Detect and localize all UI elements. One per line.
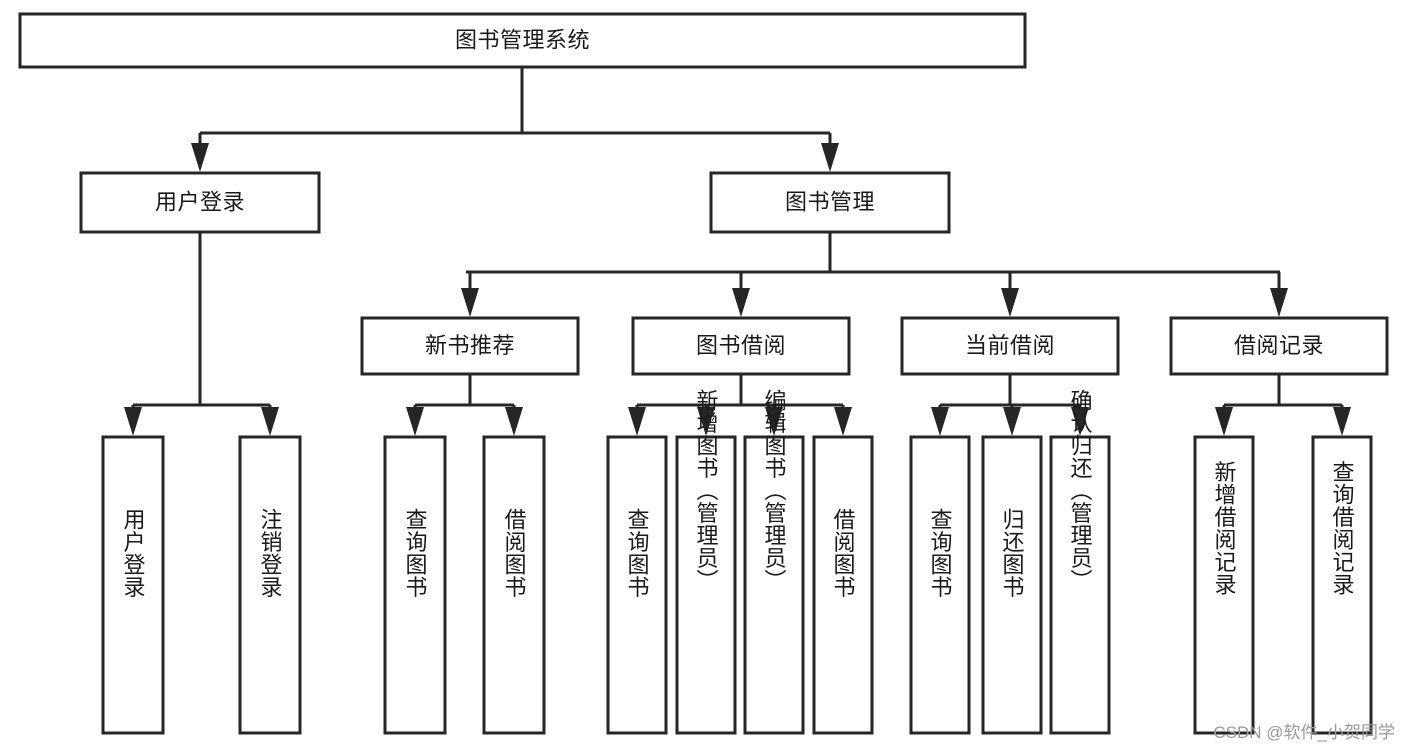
node-f-br-query[interactable]: 查询图书 bbox=[606, 435, 668, 735]
arrowhead bbox=[1003, 407, 1021, 436]
node-box[interactable] bbox=[606, 435, 668, 735]
arrowhead-layer bbox=[124, 143, 1351, 436]
node-label: 图书管理系统 bbox=[455, 27, 590, 52]
node-box[interactable] bbox=[709, 171, 951, 234]
node-box[interactable] bbox=[1169, 316, 1389, 376]
arrowhead bbox=[124, 407, 142, 436]
arrowhead bbox=[461, 288, 479, 317]
node-box[interactable] bbox=[101, 435, 165, 735]
node-box[interactable] bbox=[238, 435, 302, 735]
arrowhead bbox=[1071, 407, 1089, 436]
node-label: 注销登录 bbox=[258, 508, 283, 598]
node-label: 用户登录 bbox=[121, 508, 146, 598]
node-label: 借阅记录 bbox=[1234, 333, 1324, 358]
node-box[interactable] bbox=[1311, 435, 1373, 735]
node-box[interactable] bbox=[1193, 435, 1255, 735]
node-f-rc-add[interactable]: 新增借阅记录 bbox=[1193, 435, 1255, 735]
node-box[interactable] bbox=[812, 435, 874, 735]
node-root[interactable]: 图书管理系统 bbox=[18, 12, 1027, 69]
node-newbook[interactable]: 新书推荐 bbox=[360, 316, 580, 376]
arrowhead bbox=[1333, 407, 1351, 436]
arrowhead bbox=[765, 407, 783, 436]
arrowhead bbox=[732, 288, 750, 317]
arrowhead bbox=[931, 407, 949, 436]
node-label: 查询图书 bbox=[403, 508, 428, 598]
connector-bus-current bbox=[940, 374, 1080, 407]
node-box[interactable] bbox=[18, 12, 1027, 69]
node-f-rc-query[interactable]: 查询借阅记录 bbox=[1311, 435, 1373, 735]
arrowhead bbox=[697, 407, 715, 436]
arrowhead bbox=[1001, 288, 1019, 317]
node-label: 借阅图书 bbox=[831, 508, 856, 598]
arrowhead bbox=[1215, 407, 1233, 436]
node-current[interactable]: 当前借阅 bbox=[900, 316, 1120, 376]
node-label: 当前借阅 bbox=[965, 333, 1055, 358]
node-bookmgmt[interactable]: 图书管理 bbox=[709, 171, 951, 234]
node-box[interactable] bbox=[1049, 435, 1111, 735]
node-box[interactable] bbox=[900, 316, 1120, 376]
node-f-nb-query[interactable]: 查询图书 bbox=[383, 435, 447, 735]
node-f-br-add[interactable]: 新增图书（管理员） bbox=[675, 389, 737, 735]
node-label: 编辑图书（管理员） bbox=[762, 389, 787, 592]
node-label: 确认归还（管理员） bbox=[1068, 389, 1093, 592]
node-label: 查询图书 bbox=[928, 508, 953, 598]
node-borrow[interactable]: 图书借阅 bbox=[631, 316, 851, 376]
arrowhead bbox=[628, 407, 646, 436]
node-login[interactable]: 用户登录 bbox=[79, 171, 321, 234]
node-label: 图书借阅 bbox=[696, 333, 786, 358]
connector-bus-newbook bbox=[415, 374, 514, 407]
node-f-logout[interactable]: 注销登录 bbox=[238, 435, 302, 735]
connector-bus-borrow bbox=[637, 374, 843, 407]
arrowhead bbox=[191, 143, 209, 172]
node-f-br-borrow[interactable]: 借阅图书 bbox=[812, 435, 874, 735]
node-label: 查询借阅记录 bbox=[1330, 461, 1355, 596]
node-box[interactable] bbox=[383, 435, 447, 735]
node-f-cu-return[interactable]: 归还图书 bbox=[981, 435, 1043, 735]
node-box[interactable] bbox=[482, 435, 546, 735]
node-records[interactable]: 借阅记录 bbox=[1169, 316, 1389, 376]
node-box[interactable] bbox=[981, 435, 1043, 735]
node-box[interactable] bbox=[79, 171, 321, 234]
node-label: 查询图书 bbox=[625, 508, 650, 598]
node-layer: 图书管理系统用户登录图书管理新书推荐图书借阅当前借阅借阅记录用户登录注销登录查询… bbox=[18, 12, 1389, 735]
arrowhead bbox=[505, 407, 523, 436]
connector-bus-records bbox=[1224, 374, 1342, 407]
node-label: 新增图书（管理员） bbox=[694, 389, 719, 592]
node-label: 新书推荐 bbox=[425, 333, 515, 358]
node-box[interactable] bbox=[909, 435, 971, 735]
node-label: 新增借阅记录 bbox=[1212, 461, 1237, 596]
connector-bus-root bbox=[200, 67, 830, 135]
node-f-login[interactable]: 用户登录 bbox=[101, 435, 165, 735]
node-label: 用户登录 bbox=[155, 189, 245, 214]
node-f-cu-query[interactable]: 查询图书 bbox=[909, 435, 971, 735]
node-box[interactable] bbox=[743, 435, 805, 735]
arrowhead bbox=[406, 407, 424, 436]
connector-bus-login bbox=[133, 232, 270, 407]
node-box[interactable] bbox=[675, 435, 737, 735]
node-f-cu-confirm[interactable]: 确认归还（管理员） bbox=[1049, 389, 1111, 735]
node-label: 借阅图书 bbox=[502, 508, 527, 598]
arrowhead bbox=[821, 143, 839, 172]
node-box[interactable] bbox=[360, 316, 580, 376]
node-label: 图书管理 bbox=[785, 189, 875, 214]
arrowhead bbox=[834, 407, 852, 436]
node-box[interactable] bbox=[631, 316, 851, 376]
node-f-br-edit[interactable]: 编辑图书（管理员） bbox=[743, 389, 805, 735]
connector-bus-bookmgmt bbox=[466, 232, 1280, 274]
arrowhead bbox=[1270, 288, 1288, 317]
node-label: 归还图书 bbox=[1000, 508, 1025, 598]
node-f-nb-borrow[interactable]: 借阅图书 bbox=[482, 435, 546, 735]
arrowhead bbox=[261, 407, 279, 436]
